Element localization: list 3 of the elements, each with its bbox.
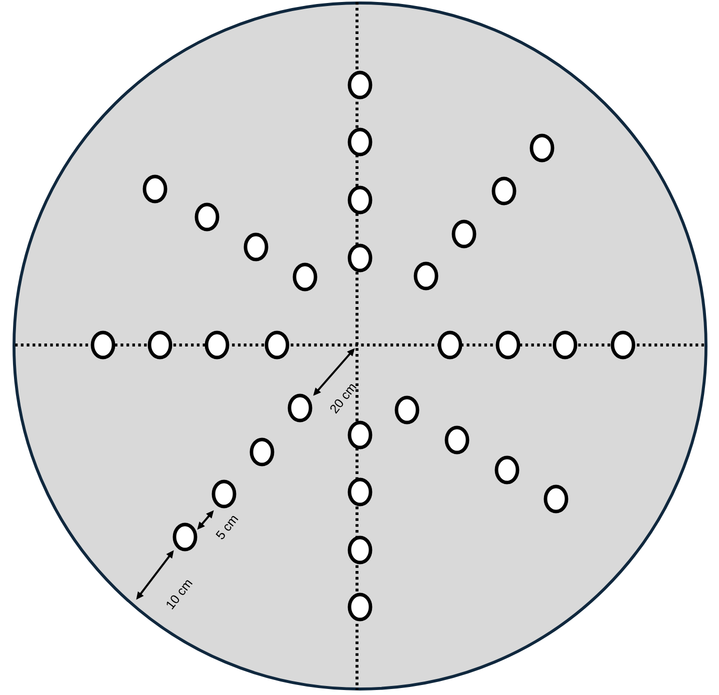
dimension-label: 5 cm [216,516,238,540]
dimension-label: 10 cm [166,580,193,610]
dimension-label: 20 cm [330,384,357,414]
